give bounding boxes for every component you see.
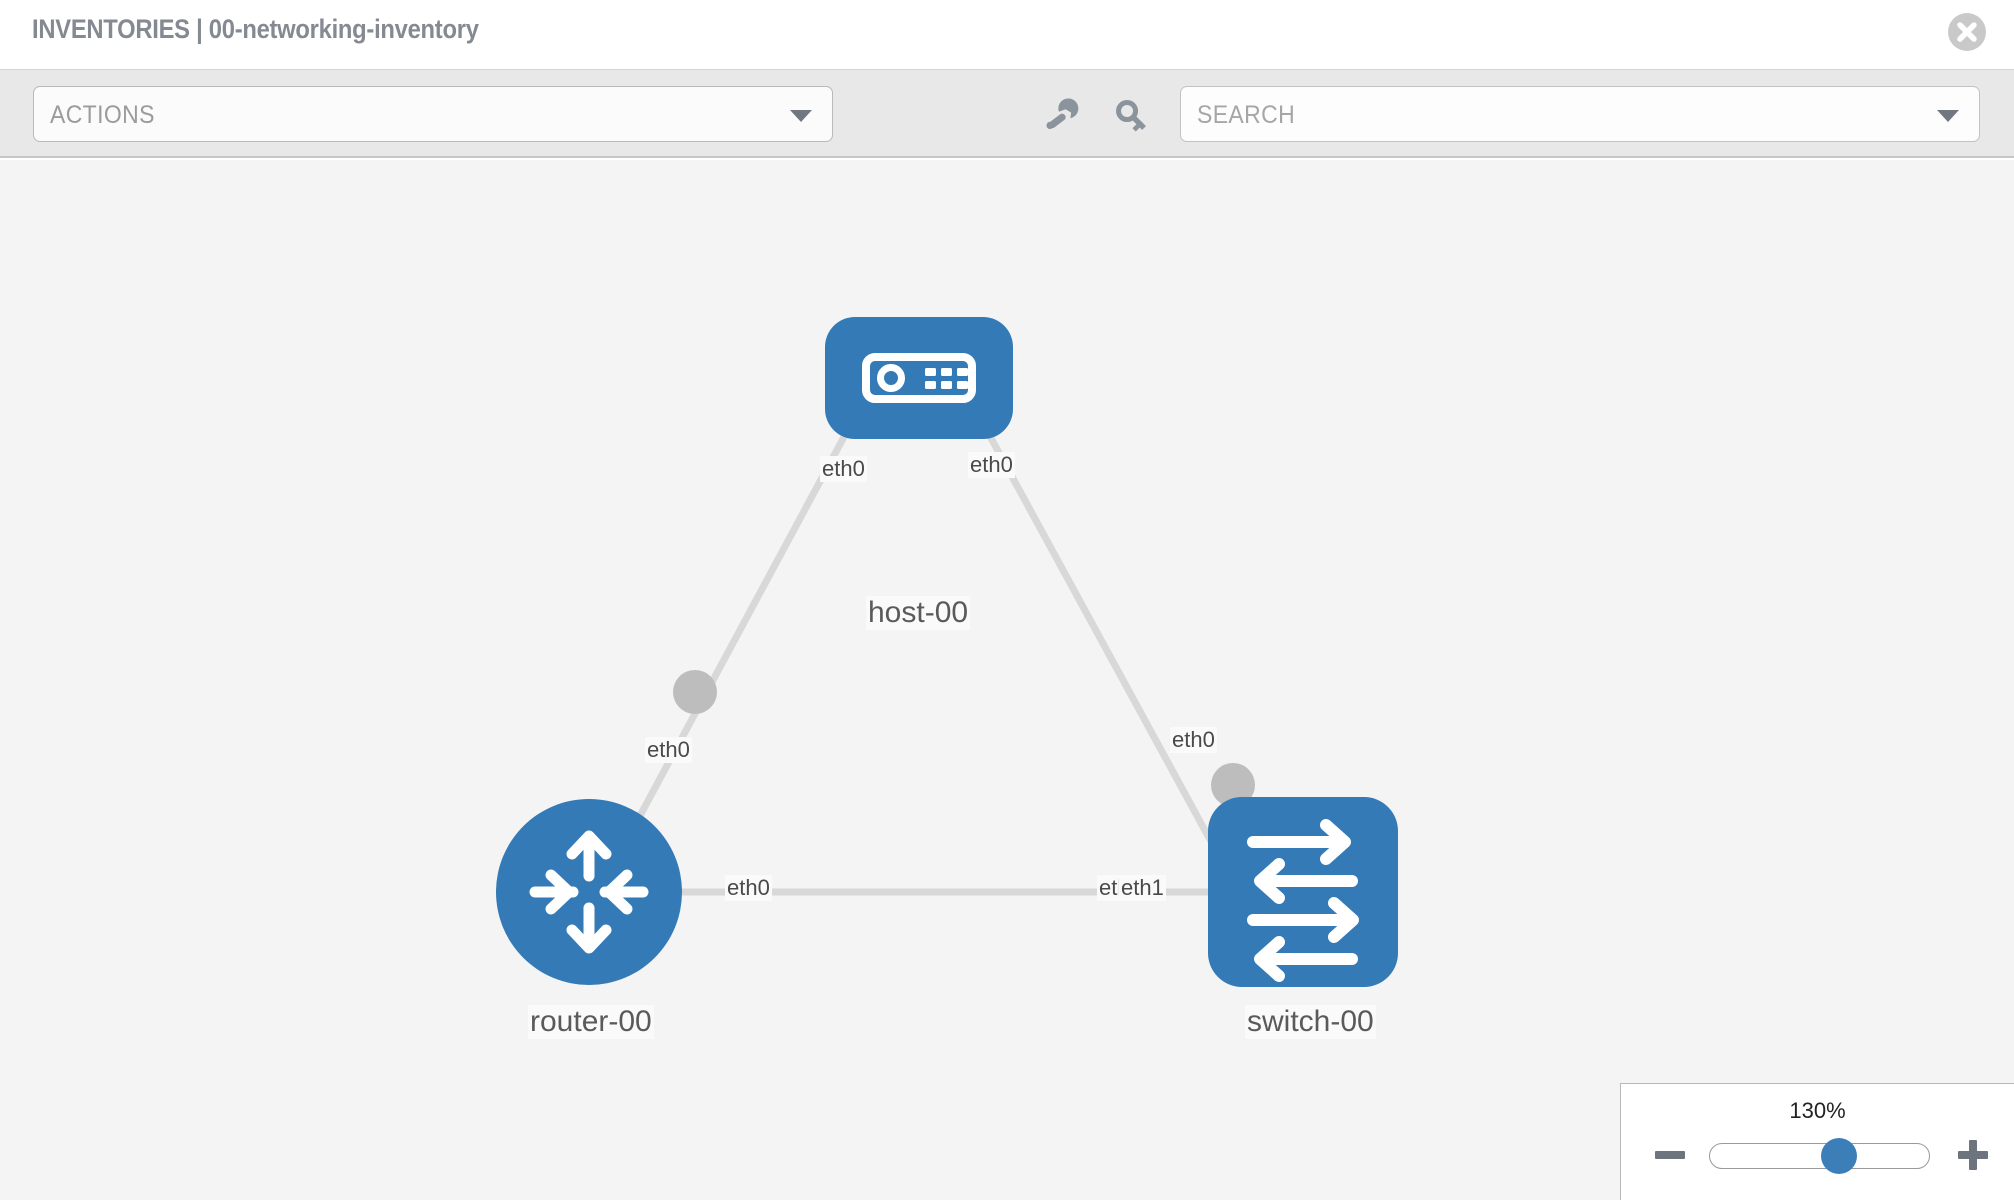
toolbar: ACTIONS SEARCH [0,69,2014,158]
node-label-host-00: host-00 [866,596,971,630]
search-input[interactable]: SEARCH [1180,86,1980,142]
close-icon[interactable] [1948,13,1986,51]
plus-icon[interactable] [1956,1136,1990,1174]
server-icon [862,353,976,403]
chevron-down-icon[interactable] [1937,110,1959,122]
chevron-down-icon [790,110,812,122]
interface-label: eth0 [820,456,867,482]
topology-node-host-00 [825,317,1013,439]
topology-node-switch-00 [1208,797,1398,987]
search-placeholder: SEARCH [1197,101,1296,129]
zoom-slider-thumb[interactable] [1821,1138,1858,1174]
zoom-control-row [1621,1136,2014,1176]
topology-node-router-00 [496,799,682,985]
actions-dropdown[interactable]: ACTIONS [33,86,833,142]
switch-arrows-icon [1247,819,1359,982]
zoom-control-panel: 130% [1620,1083,2014,1200]
key-icon[interactable] [1110,94,1154,138]
interface-label: eth0 [968,452,1015,478]
wrench-icon[interactable] [1040,94,1084,138]
node-label-router-00: router-00 [528,1005,654,1039]
interface-label: eth0 [645,737,692,763]
zoom-percent-label: 130% [1789,1098,1846,1123]
actions-dropdown-label: ACTIONS [50,101,155,129]
topology-links [596,368,1268,896]
zoom-slider[interactable] [1709,1138,1930,1174]
page-title: INVENTORIES | 00-networking-inventory [32,14,479,44]
router-arrows-icon [529,830,649,954]
interface-label: eth1 [1119,875,1166,901]
minus-icon[interactable] [1653,1136,1687,1174]
interface-label: eth0 [725,875,772,901]
interface-label: eth0 [1170,727,1217,753]
node-label-switch-00: switch-00 [1245,1005,1376,1039]
page-header: INVENTORIES | 00-networking-inventory [0,0,2014,69]
topology-canvas[interactable]: host-00 router-00 switch-00 eth0 eth0 et… [0,160,2014,1200]
